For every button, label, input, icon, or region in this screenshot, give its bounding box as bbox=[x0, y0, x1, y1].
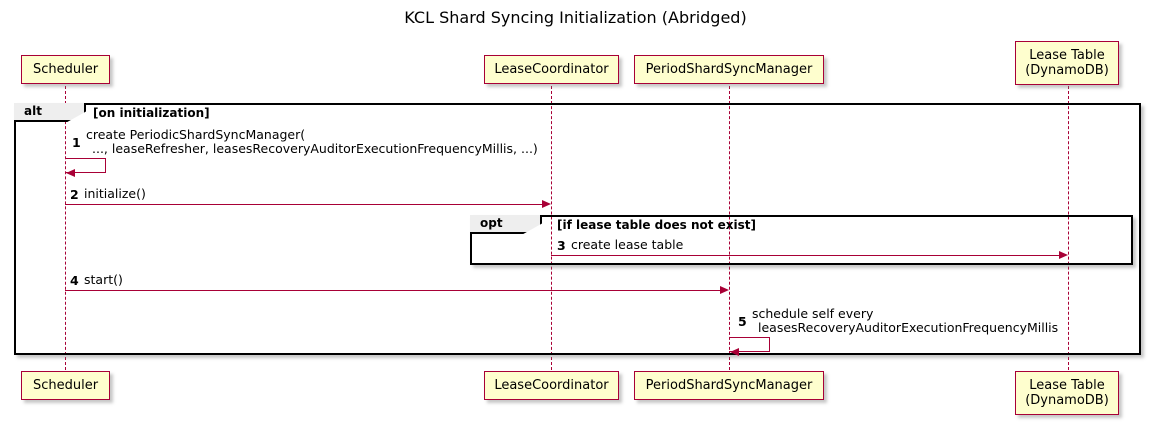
message-5-number: 5 bbox=[738, 314, 747, 329]
participant-label: Scheduler bbox=[32, 378, 99, 393]
message-2-number: 2 bbox=[70, 187, 79, 202]
message-5-self-loop bbox=[729, 337, 770, 352]
message-3-line bbox=[551, 255, 1059, 256]
participant-lease-coordinator-top[interactable]: LeaseCoordinator bbox=[484, 55, 619, 84]
message-3-label: create lease table bbox=[571, 237, 684, 252]
page-title: KCL Shard Syncing Initialization (Abridg… bbox=[404, 8, 747, 27]
fragment-opt bbox=[470, 215, 1133, 265]
lifeline-lease-table bbox=[1068, 86, 1069, 370]
participant-scheduler-bottom[interactable]: Scheduler bbox=[21, 371, 110, 400]
fragment-alt-condition: [on initialization] bbox=[93, 106, 210, 120]
participant-label: LeaseCoordinator bbox=[494, 378, 609, 393]
participant-period-shard-sync-manager-top[interactable]: PeriodShardSyncManager bbox=[634, 55, 824, 84]
message-4-label: start() bbox=[84, 272, 123, 287]
lifeline-scheduler bbox=[65, 86, 66, 370]
participant-label: LeaseCoordinator bbox=[494, 62, 609, 77]
message-1-self-loop bbox=[65, 158, 106, 173]
participant-scheduler-top[interactable]: Scheduler bbox=[21, 55, 110, 84]
message-5-arrowhead bbox=[730, 348, 739, 356]
message-5-label-line1: schedule self every bbox=[752, 306, 874, 321]
message-1-label-line2: ..., leaseRefresher, leasesRecoveryAudit… bbox=[92, 141, 538, 156]
participant-label: Lease Table (DynamoDB) bbox=[1025, 378, 1109, 408]
participant-label: PeriodShardSyncManager bbox=[645, 378, 813, 393]
message-3-number: 3 bbox=[557, 238, 566, 253]
message-2-arrowhead bbox=[542, 200, 551, 208]
participant-label: PeriodShardSyncManager bbox=[645, 62, 813, 77]
message-2-label: initialize() bbox=[84, 186, 146, 201]
lifeline-period-shard-sync-manager bbox=[729, 86, 730, 370]
message-3-arrowhead bbox=[1059, 251, 1068, 259]
lifeline-lease-coordinator bbox=[551, 86, 552, 370]
participant-lease-table-top[interactable]: Lease Table (DynamoDB) bbox=[1015, 41, 1119, 85]
participant-label: Lease Table (DynamoDB) bbox=[1025, 48, 1109, 78]
participant-lease-table-bottom[interactable]: Lease Table (DynamoDB) bbox=[1015, 371, 1119, 415]
participant-period-shard-sync-manager-bottom[interactable]: PeriodShardSyncManager bbox=[634, 371, 824, 400]
participant-label: Scheduler bbox=[32, 62, 99, 77]
message-2-line bbox=[65, 204, 542, 205]
message-4-line bbox=[65, 290, 720, 291]
message-1-label-line1: create PeriodicShardSyncManager( bbox=[86, 127, 306, 142]
participant-lease-coordinator-bottom[interactable]: LeaseCoordinator bbox=[484, 371, 619, 400]
message-5-label-line2: leasesRecoveryAuditorExecutionFrequencyM… bbox=[758, 320, 1059, 335]
message-1-arrowhead bbox=[66, 169, 75, 177]
message-4-number: 4 bbox=[70, 273, 79, 288]
message-1-number: 1 bbox=[72, 135, 81, 150]
message-4-arrowhead bbox=[720, 286, 729, 294]
fragment-opt-condition: [if lease table does not exist] bbox=[557, 218, 757, 232]
fragment-alt bbox=[14, 103, 1141, 355]
